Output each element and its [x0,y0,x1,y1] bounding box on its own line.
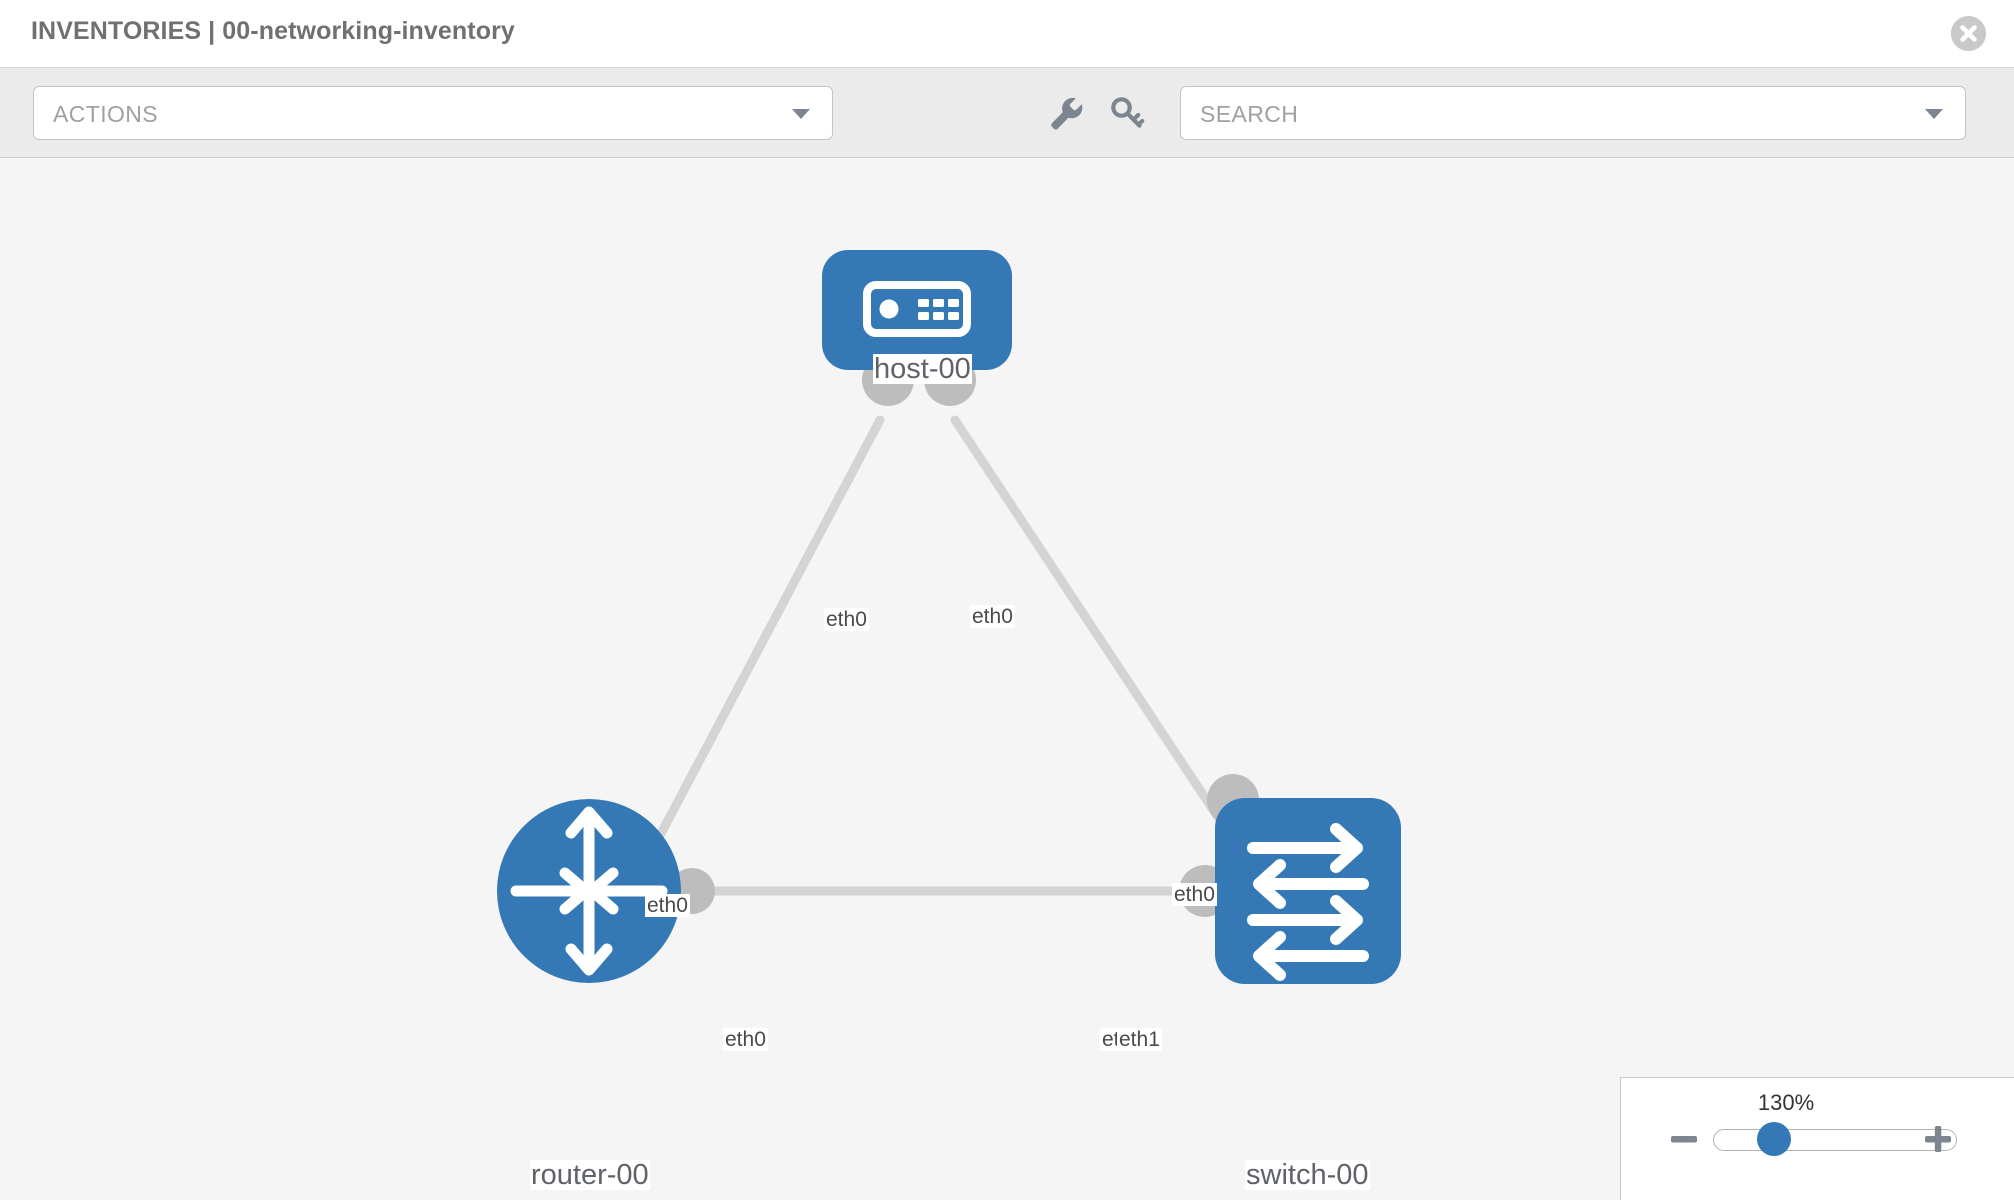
toolbar: ACTIONS SEARCH [0,68,2014,158]
zoom-slider-track[interactable] [1713,1129,1957,1151]
interface-label: eth0 [723,1028,768,1052]
node-host-00[interactable] [822,250,1012,370]
zoom-control-panel: 130% [1620,1077,2014,1200]
search-input[interactable]: SEARCH [1180,86,1966,140]
node-label-switch-00: switch-00 [1245,1159,1370,1191]
node-label-host-00: host-00 [873,353,972,385]
interface-label: eth0 [645,894,690,918]
zoom-slider-thumb[interactable] [1757,1122,1791,1156]
topology-canvas[interactable]: host-00 router-00 switch-00 eth0 eth0 et… [0,158,2014,1200]
zoom-level-label: 130% [1757,1090,1815,1115]
key-icon[interactable] [1105,92,1147,134]
page-header: INVENTORIES | 00-networking-inventory [0,0,2014,68]
link-group [643,415,1250,896]
interface-label: eth1 [1117,1028,1162,1052]
switch-arrows-icon [1247,823,1369,981]
actions-dropdown-label: ACTIONS [53,101,159,127]
interface-label: eth0 [970,605,1015,629]
plus-icon[interactable] [1923,1124,1953,1154]
link-host-router [643,415,885,863]
wrench-icon[interactable] [1045,92,1087,134]
search-placeholder: SEARCH [1200,101,1299,127]
node-router-00[interactable] [497,799,681,983]
node-label-router-00: router-00 [530,1159,650,1191]
node-switch-00[interactable] [1215,798,1401,984]
close-icon[interactable] [1951,16,1986,51]
chevron-down-icon [1925,109,1943,119]
page-title: INVENTORIES | 00-networking-inventory [31,17,515,45]
chevron-down-icon [792,109,810,119]
router-arrows-icon [510,806,668,976]
link-host-switch [950,415,1250,863]
interface-label: eth0 [1172,883,1217,907]
interface-label: eth0 [824,608,869,632]
topology-graph [497,250,1401,984]
actions-dropdown[interactable]: ACTIONS [33,86,833,140]
minus-icon[interactable] [1669,1124,1699,1154]
